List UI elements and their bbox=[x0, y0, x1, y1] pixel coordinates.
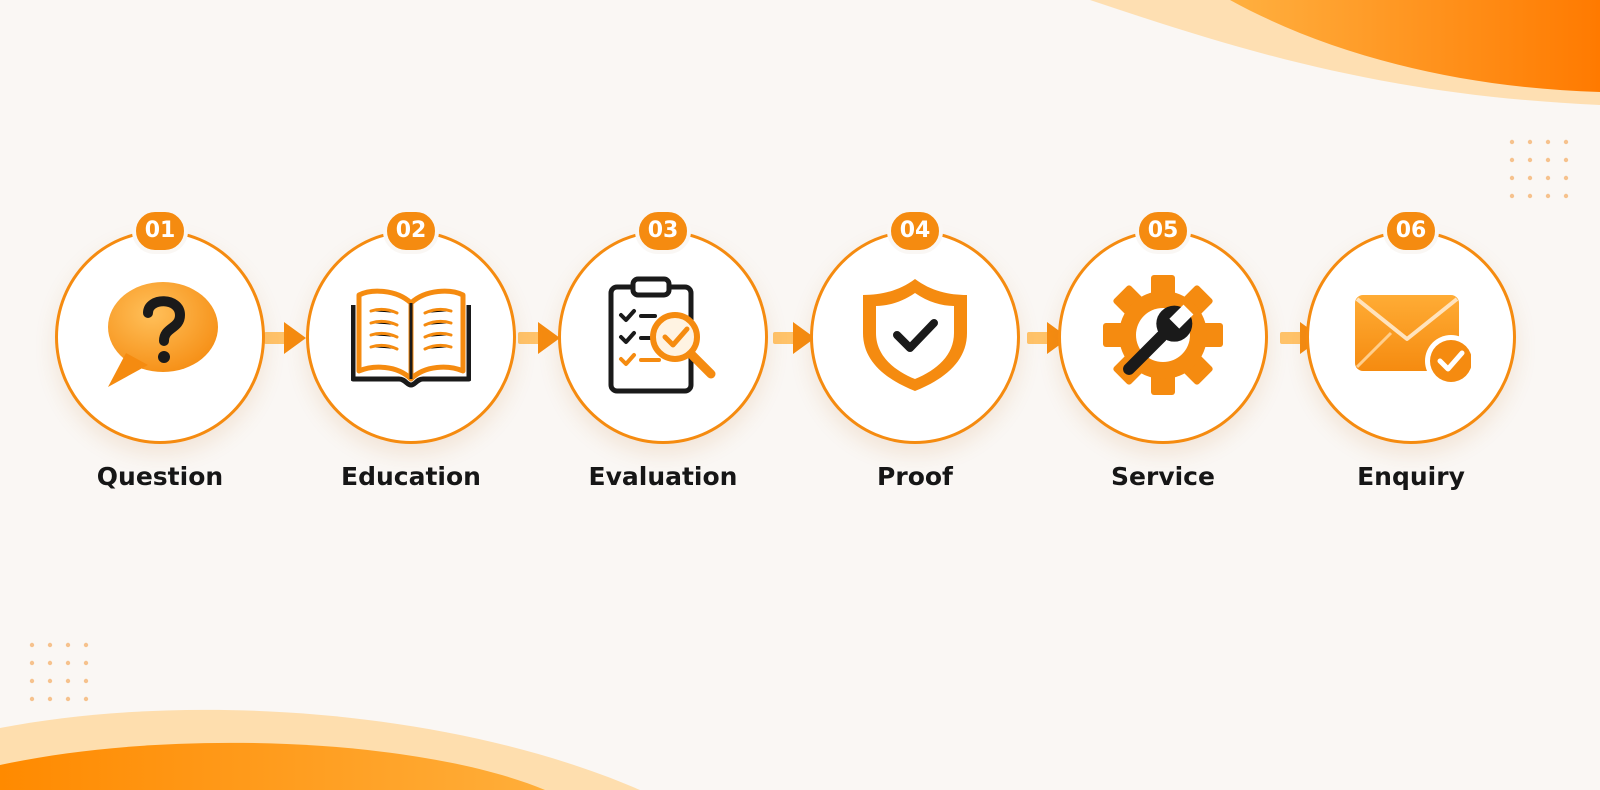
step-label: Question bbox=[96, 462, 224, 491]
step-number-badge: 01 bbox=[132, 208, 188, 254]
step-evaluation: 03 Evaluation bbox=[558, 208, 768, 510]
dot-grid-bottom-left bbox=[29, 642, 89, 702]
step-proof: 04 Proof bbox=[810, 208, 1020, 510]
step-number-badge: 02 bbox=[383, 208, 439, 254]
step-question: 01 Question bbox=[55, 208, 265, 510]
shield-check-icon bbox=[863, 279, 967, 391]
step-number-badge: 06 bbox=[1383, 208, 1439, 254]
question-speech-bubble-icon bbox=[108, 282, 218, 387]
step-label: Evaluation bbox=[588, 462, 738, 491]
arrow-icon bbox=[264, 322, 306, 354]
arrow-icon bbox=[773, 322, 815, 354]
top-right-swoosh bbox=[1230, 0, 1600, 92]
step-service: 05 Service bbox=[1058, 208, 1268, 510]
step-circle bbox=[1058, 230, 1268, 444]
envelope-check-icon bbox=[1355, 295, 1471, 387]
step-label: Enquiry bbox=[1357, 462, 1465, 491]
arrow-icon bbox=[518, 322, 560, 354]
step-number-badge: 04 bbox=[887, 208, 943, 254]
step-number-badge: 05 bbox=[1135, 208, 1191, 254]
clipboard-magnifier-icon bbox=[608, 276, 716, 394]
step-number-badge: 03 bbox=[635, 208, 691, 254]
step-education: 02 Education bbox=[306, 208, 516, 510]
bottom-left-swoosh bbox=[0, 742, 545, 790]
gear-wrench-icon bbox=[1103, 275, 1223, 395]
open-book-icon bbox=[351, 288, 471, 388]
step-label: Education bbox=[341, 462, 481, 491]
dot-grid-top-right bbox=[1509, 139, 1569, 199]
step-enquiry: 06 Enquiry bbox=[1306, 208, 1516, 510]
step-label: Service bbox=[1111, 462, 1215, 491]
step-label: Proof bbox=[877, 462, 953, 491]
